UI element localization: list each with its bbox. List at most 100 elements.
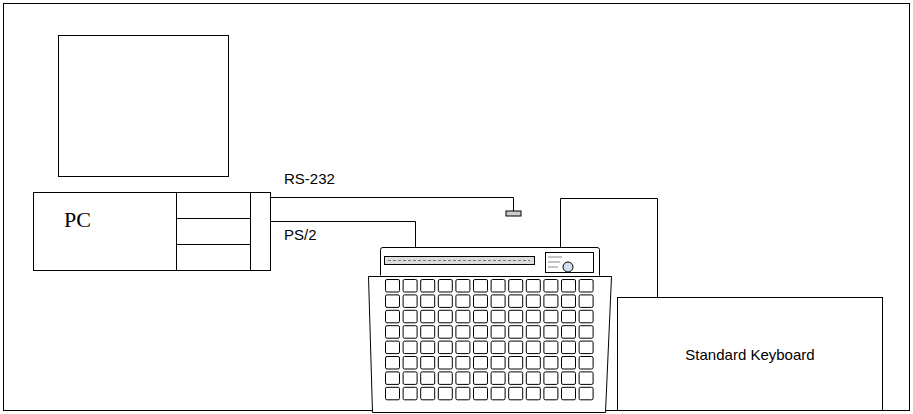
key xyxy=(579,372,593,385)
key xyxy=(491,310,505,323)
key xyxy=(456,326,470,339)
key xyxy=(403,387,417,400)
key xyxy=(544,372,558,385)
key xyxy=(544,326,558,339)
key xyxy=(456,372,470,385)
key xyxy=(509,280,523,293)
key xyxy=(544,310,558,323)
key xyxy=(509,387,523,400)
key xyxy=(403,372,417,385)
key xyxy=(421,357,435,370)
signal-name: RS-232 xyxy=(283,170,336,187)
key xyxy=(421,310,435,323)
key xyxy=(474,341,488,354)
key xyxy=(509,326,523,339)
key xyxy=(491,357,505,370)
key xyxy=(438,387,452,400)
key xyxy=(526,372,540,385)
key xyxy=(491,341,505,354)
key xyxy=(474,280,488,293)
pc-box: PC xyxy=(33,192,271,271)
key xyxy=(491,326,505,339)
key xyxy=(562,357,576,370)
key xyxy=(438,295,452,308)
key xyxy=(456,387,470,400)
key xyxy=(438,372,452,385)
key xyxy=(509,310,523,323)
key xyxy=(579,341,593,354)
key xyxy=(562,341,576,354)
key xyxy=(474,310,488,323)
key xyxy=(438,357,452,370)
key xyxy=(474,372,488,385)
key xyxy=(509,357,523,370)
key xyxy=(491,295,505,308)
node-text: Standard Keyboard xyxy=(685,346,814,363)
key xyxy=(403,326,417,339)
key xyxy=(579,357,593,370)
key xyxy=(526,326,540,339)
key xyxy=(403,357,417,370)
key xyxy=(474,295,488,308)
key xyxy=(544,387,558,400)
key xyxy=(456,280,470,293)
key xyxy=(386,280,400,293)
device-box: Standard Keyboard xyxy=(617,297,883,411)
key xyxy=(421,280,435,293)
key xyxy=(544,280,558,293)
key xyxy=(386,326,400,339)
key xyxy=(438,310,452,323)
key xyxy=(386,357,400,370)
key xyxy=(456,310,470,323)
key xyxy=(544,295,558,308)
key xyxy=(438,341,452,354)
key xyxy=(562,280,576,293)
key xyxy=(474,357,488,370)
key xyxy=(491,280,505,293)
key xyxy=(491,387,505,400)
monitor xyxy=(59,36,229,177)
key xyxy=(403,341,417,354)
key xyxy=(544,357,558,370)
key xyxy=(421,295,435,308)
key xyxy=(386,387,400,400)
key xyxy=(421,341,435,354)
key xyxy=(438,280,452,293)
key xyxy=(386,310,400,323)
pc-ports xyxy=(177,193,271,271)
key xyxy=(579,387,593,400)
key xyxy=(509,372,523,385)
key xyxy=(579,326,593,339)
key xyxy=(579,280,593,293)
key xyxy=(421,326,435,339)
key xyxy=(562,387,576,400)
key xyxy=(579,295,593,308)
key xyxy=(562,310,576,323)
key xyxy=(526,341,540,354)
key xyxy=(562,295,576,308)
key xyxy=(474,326,488,339)
key xyxy=(386,372,400,385)
key xyxy=(544,341,558,354)
key xyxy=(403,280,417,293)
key xyxy=(579,310,593,323)
key xyxy=(562,372,576,385)
key xyxy=(526,387,540,400)
frame xyxy=(4,4,910,411)
key xyxy=(456,357,470,370)
pos-keyboard xyxy=(369,211,612,413)
key xyxy=(421,387,435,400)
key xyxy=(491,372,505,385)
node-text: PC xyxy=(64,207,91,233)
key xyxy=(403,295,417,308)
key xyxy=(438,326,452,339)
key xyxy=(526,295,540,308)
key xyxy=(509,341,523,354)
key xyxy=(474,387,488,400)
key xyxy=(526,280,540,293)
key xyxy=(386,295,400,308)
key xyxy=(421,372,435,385)
key xyxy=(526,357,540,370)
key xyxy=(386,341,400,354)
key xyxy=(526,310,540,323)
